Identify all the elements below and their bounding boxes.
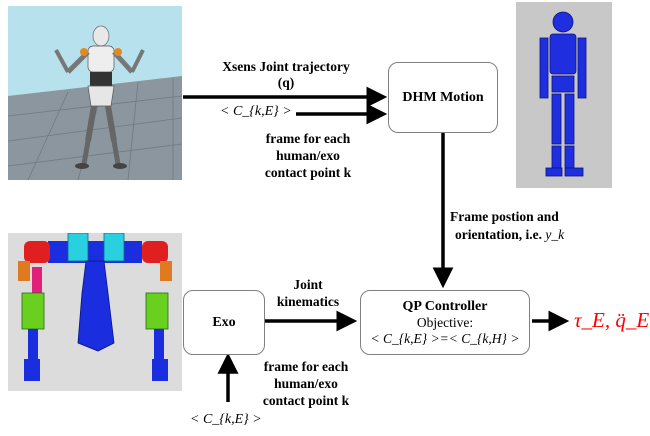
- frame-position-line1: Frame postion and: [450, 209, 559, 224]
- frame-top-line1: frame for each: [265, 131, 351, 146]
- frame-position-text: orientation, i.e.: [455, 227, 542, 242]
- frame-e-top-label: < C_{k,E} >: [220, 104, 292, 119]
- qp-controller-box: QP Controller Objective: < C_{k,E} >=< C…: [360, 290, 530, 355]
- exo-label: Exo: [212, 314, 236, 330]
- dhm-motion-box: DHM Motion: [388, 62, 498, 133]
- qp-objective-label: Objective:: [416, 314, 474, 330]
- frame-bottom-line3: contact point k: [262, 393, 350, 408]
- xsens-label-line1: Xsens Joint trajectory: [222, 59, 350, 74]
- frame-top-line3: contact point k: [264, 165, 352, 180]
- frame-e-bottom-label: < C_{k,E} >: [190, 412, 262, 427]
- humanoid-robot-image: [8, 6, 182, 180]
- joint-label-line1: Joint: [293, 277, 323, 292]
- dhm-motion-label: DHM Motion: [402, 89, 484, 105]
- frame-top-line2: human/exo: [276, 148, 340, 163]
- frame-position-var: y_k: [545, 227, 565, 242]
- dhm-model-image: [516, 2, 612, 188]
- frame-position-line2: orientation, i.e. y_k: [455, 226, 564, 243]
- exo-box: Exo: [183, 290, 265, 355]
- exoskeleton-image: [8, 233, 182, 391]
- frame-bottom-line2: human/exo: [274, 376, 338, 391]
- joint-label-line2: kinematics: [276, 294, 340, 309]
- frame-bottom-line1: frame for each: [263, 359, 349, 374]
- qp-controller-title: QP Controller: [402, 298, 488, 314]
- qp-objective-formula: < C_{k,E} >=< C_{k,H} >: [370, 330, 520, 346]
- xsens-label-line2: (q): [277, 75, 295, 90]
- output-torque-label: τ_E, q̈_E: [574, 308, 650, 332]
